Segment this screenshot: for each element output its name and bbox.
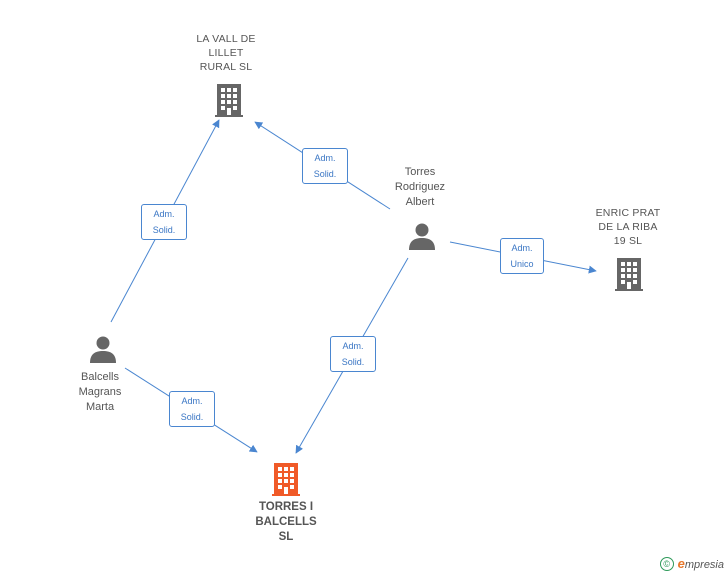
brand-logo: empresia: [677, 556, 724, 571]
node-label-enric-prat: ENRIC PRAT DE LA RIBA 19 SL: [595, 207, 661, 247]
edge-label-line2: Solid.: [313, 169, 337, 179]
node-label-torres-rodriguez: Torres Rodriguez Albert: [394, 166, 446, 208]
edge-label-line2: Unico: [510, 259, 534, 269]
building-icon: [615, 258, 643, 291]
edge-label-torres-torresbalcells: Adm. Solid.: [330, 336, 376, 372]
edge-label-balcells-torresbalcells: Adm. Solid.: [169, 391, 215, 427]
edge-label-balcells-vall: Adm. Solid.: [141, 204, 187, 240]
edge-label-line2: Solid.: [341, 357, 365, 367]
building-icon: [272, 463, 300, 496]
building-icon: [215, 84, 243, 117]
person-icon: [90, 336, 116, 363]
edge-label-line1: Adm.: [314, 153, 336, 163]
edge-label-line1: Adm.: [511, 243, 533, 253]
brand-watermark: © empresia: [659, 556, 724, 571]
copyright-icon: ©: [659, 556, 674, 571]
edge-label-line2: Solid.: [180, 412, 204, 422]
edge-label-line1: Adm.: [153, 209, 175, 219]
person-icon: [409, 223, 435, 250]
edge-label-line1: Adm.: [342, 341, 364, 351]
edge-label-torres-vall: Adm. Solid.: [302, 148, 348, 184]
edge-label-torres-enric: Adm. Unico: [500, 238, 544, 274]
node-label-torres-i-balcells: TORRES I BALCELLS SL: [255, 501, 317, 543]
edge-label-line1: Adm.: [181, 396, 203, 406]
node-label-vall-de-lillet: LA VALL DE LILLET RURAL SL: [196, 33, 256, 73]
node-label-balcells-magrans: Balcells Magrans Marta: [78, 371, 122, 413]
edge-label-line2: Solid.: [152, 225, 176, 235]
